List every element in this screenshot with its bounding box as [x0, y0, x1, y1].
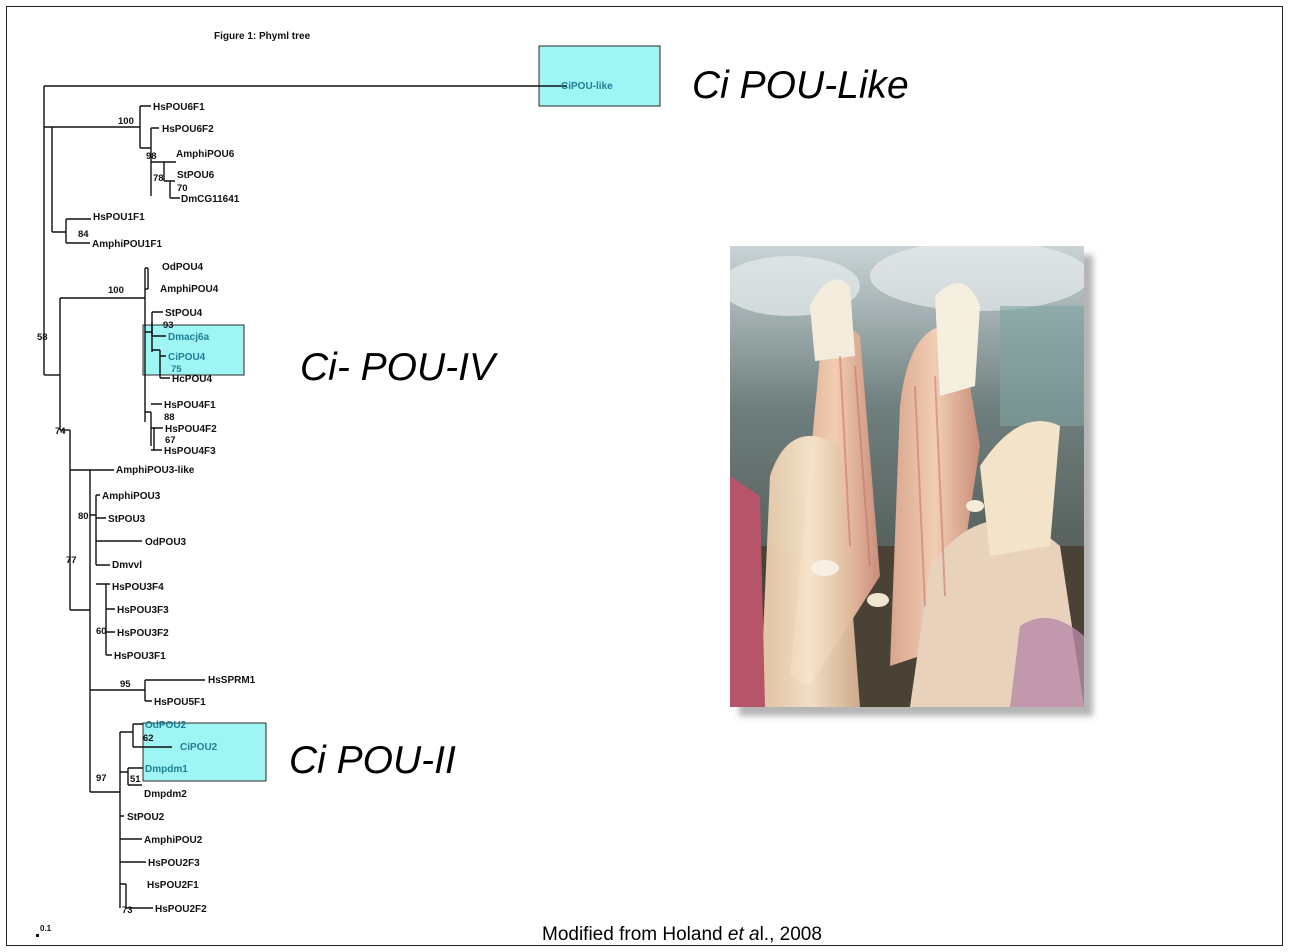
leaf-label: HsPOU3F3: [117, 605, 169, 616]
support-value: 58: [37, 332, 48, 343]
leaf-label: HsPOU4F2: [165, 424, 217, 435]
leaf-label: AmphiPOU6: [176, 149, 235, 160]
support-value: 98: [146, 151, 157, 162]
leaf-label: AmphiPOU3-like: [116, 465, 195, 476]
leaf-label: AmphiPOU3: [102, 491, 161, 502]
leaf-label: Dmpdm1: [145, 764, 188, 775]
leaf-label: OdPOU2: [145, 720, 187, 731]
support-value: 84: [78, 229, 89, 240]
leaf-label: HsPOU3F2: [117, 628, 169, 639]
leaf-label: HsPOU6F1: [153, 102, 205, 113]
leaf-label: CiPOU2: [180, 742, 218, 753]
leaf-label: HsPOU3F4: [112, 582, 164, 593]
leaf-label: HsPOU5F1: [154, 697, 206, 708]
leaf-label: StPOU3: [108, 514, 146, 525]
leaf-label: HsPOU1F1: [93, 212, 145, 223]
support-value: 100: [118, 116, 134, 127]
leaf-label: HsPOU3F1: [114, 651, 166, 662]
leaf-labels: CiPOU-like HsPOU6F1 HsPOU6F2 AmphiPOU6 S…: [92, 81, 613, 915]
support-value: 77: [66, 555, 77, 566]
leaf-label: HsPOU4F3: [164, 446, 216, 457]
credit-line: Modified from Holand et al., 2008: [542, 924, 822, 945]
leaf-label: AmphiPOU2: [144, 835, 203, 846]
support-value: 74: [55, 426, 66, 437]
support-value: 80: [78, 511, 89, 522]
leaf-label: Dmvvl: [112, 560, 142, 571]
support-value: 88: [164, 412, 175, 423]
group-label-pou-ii: Ci POU-II: [289, 739, 456, 782]
tunicate-photo: [730, 246, 1084, 707]
leaf-label: HsPOU2F2: [155, 904, 207, 915]
leaf-label: HsSPRM1: [208, 675, 256, 686]
group-label-pou-like: Ci POU-Like: [692, 64, 909, 107]
leaf-label: OdPOU4: [162, 262, 204, 273]
leaf-label: HsPOU6F2: [162, 124, 214, 135]
leaf-label: DmCG11641: [181, 194, 240, 205]
support-value: 93: [163, 320, 174, 331]
support-value: 70: [177, 183, 188, 194]
leaf-label: StPOU4: [165, 308, 203, 319]
group-label-pou-iv: Ci- POU-IV: [300, 346, 499, 389]
leaf-label: OdPOU3: [145, 537, 187, 548]
leaf-label: Dmpdm2: [144, 789, 187, 800]
credit-etal: et a: [728, 924, 760, 945]
leaf-label: StPOU6: [177, 170, 215, 181]
support-value: 67: [165, 435, 176, 446]
scale-bar: [36, 934, 39, 937]
support-value: 100: [108, 285, 124, 296]
tunicate-photo-drawing: [730, 246, 1084, 707]
leaf-label: AmphiPOU4: [160, 284, 219, 295]
leaf-label: StPOU2: [127, 812, 165, 823]
leaf-label: HsPOU4F1: [164, 400, 216, 411]
leaf-label: CiPOU-like: [561, 81, 613, 92]
leaf-label: Dmacj6a: [168, 332, 210, 343]
support-value: 73: [122, 905, 133, 916]
support-value: 78: [153, 173, 164, 184]
highlight-box-pou-like: [539, 46, 660, 106]
leaf-label: HsPOU2F3: [148, 858, 200, 869]
leaf-label: HcPOU4: [172, 374, 212, 385]
support-value: 51: [130, 774, 141, 785]
support-value: 60: [96, 626, 107, 637]
leaf-label: CiPOU4: [168, 352, 206, 363]
figure-title: Figure 1: Phyml tree: [214, 31, 311, 42]
support-value: 75: [171, 364, 182, 375]
leaf-label: AmphiPOU1F1: [92, 239, 162, 250]
leaf-label: HsPOU2F1: [147, 880, 199, 891]
support-value: 62: [143, 733, 154, 744]
scale-label: 0.1: [40, 924, 52, 933]
support-value: 95: [120, 679, 131, 690]
credit-suffix: l., 2008: [760, 924, 822, 945]
support-value: 97: [96, 773, 107, 784]
credit-prefix: Modified from Holand: [542, 924, 728, 945]
